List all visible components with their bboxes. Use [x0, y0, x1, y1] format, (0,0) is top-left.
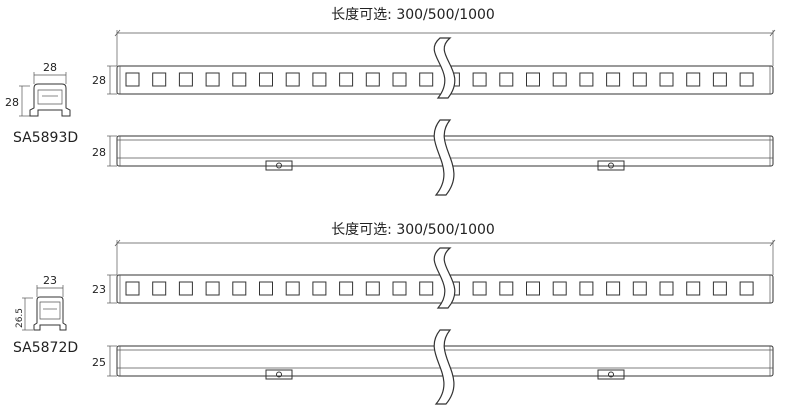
led-chip [152, 72, 167, 87]
model-name: SA5872D [13, 340, 78, 356]
led-chip [526, 281, 540, 296]
model-name: SA5893D [13, 130, 78, 146]
break-mark [433, 37, 456, 99]
side-height-label: 25 [92, 356, 106, 369]
profile-height-label: 26.5 [15, 308, 25, 328]
led-chip [526, 72, 540, 87]
mounting-clip-left [265, 369, 293, 380]
led-chip [659, 72, 674, 87]
led-chip [259, 281, 273, 296]
led-chip [285, 281, 300, 296]
led-chip [472, 72, 487, 87]
length-options-label: 长度可选: 300/500/1000 [331, 222, 495, 238]
break-mark [433, 119, 455, 196]
led-chip [259, 72, 273, 87]
front-view-bar [116, 65, 774, 95]
led-chip [419, 281, 434, 296]
led-chip [125, 281, 140, 296]
led-chip [205, 72, 220, 87]
led-chip [365, 281, 380, 296]
led-chip [392, 281, 407, 296]
cross-section-profile: 28 28 [5, 61, 71, 117]
led-chip [232, 72, 247, 87]
led-chip [232, 281, 247, 296]
led-chip [579, 72, 594, 87]
length-dimension-line [114, 239, 776, 275]
profile-width-label: 28 [43, 61, 57, 74]
break-mark [433, 247, 456, 309]
led-chip [152, 281, 167, 296]
led-chip [339, 72, 354, 87]
mounting-clip-right [597, 369, 625, 380]
profile-height-label: 28 [5, 96, 19, 109]
led-chip [392, 72, 407, 87]
led-chip [712, 72, 727, 87]
length-dimension-line [114, 29, 776, 66]
led-chip [178, 72, 193, 87]
side-height-label: 28 [92, 146, 106, 159]
side-height-dimension: 25 [92, 345, 117, 377]
mounting-clip-left [265, 160, 293, 171]
led-chip [579, 281, 594, 296]
led-chip [205, 281, 220, 296]
led-chip [312, 281, 327, 296]
led-chip [552, 72, 567, 87]
led-chip [606, 281, 621, 296]
led-chip [178, 281, 193, 296]
led-chip [499, 72, 514, 87]
cross-section-profile: 23 26.5 [15, 274, 67, 331]
led-chip [739, 281, 754, 296]
side-height-dimension: 28 [92, 135, 117, 167]
led-chip [125, 72, 140, 87]
front-height-label: 23 [92, 283, 106, 296]
led-chip [285, 72, 300, 87]
led-chip [312, 72, 327, 87]
front-height-label: 28 [92, 74, 106, 87]
led-chip [419, 72, 434, 87]
led-chip [632, 72, 647, 87]
led-chip [632, 281, 647, 296]
profile-width-label: 23 [43, 274, 57, 287]
break-mark [433, 329, 455, 405]
led-chip [659, 281, 674, 296]
mounting-clip-right [597, 160, 625, 171]
led-chip [712, 281, 727, 296]
led-chip [686, 281, 701, 296]
led-chip [606, 72, 621, 87]
length-options-label: 长度可选: 300/500/1000 [331, 7, 495, 23]
led-chip [686, 72, 701, 87]
led-chip [472, 281, 487, 296]
front-height-dimension: 23 [92, 274, 117, 304]
led-chip [499, 281, 514, 296]
led-chip [365, 72, 380, 87]
product-sa5893d: 长度可选: 300/500/1000 28 [5, 7, 776, 196]
led-chip [552, 281, 567, 296]
front-height-dimension: 28 [92, 65, 117, 95]
led-chip [339, 281, 354, 296]
product-sa5872d: 长度可选: 300/500/1000 23 [13, 222, 776, 405]
led-chip [739, 72, 754, 87]
